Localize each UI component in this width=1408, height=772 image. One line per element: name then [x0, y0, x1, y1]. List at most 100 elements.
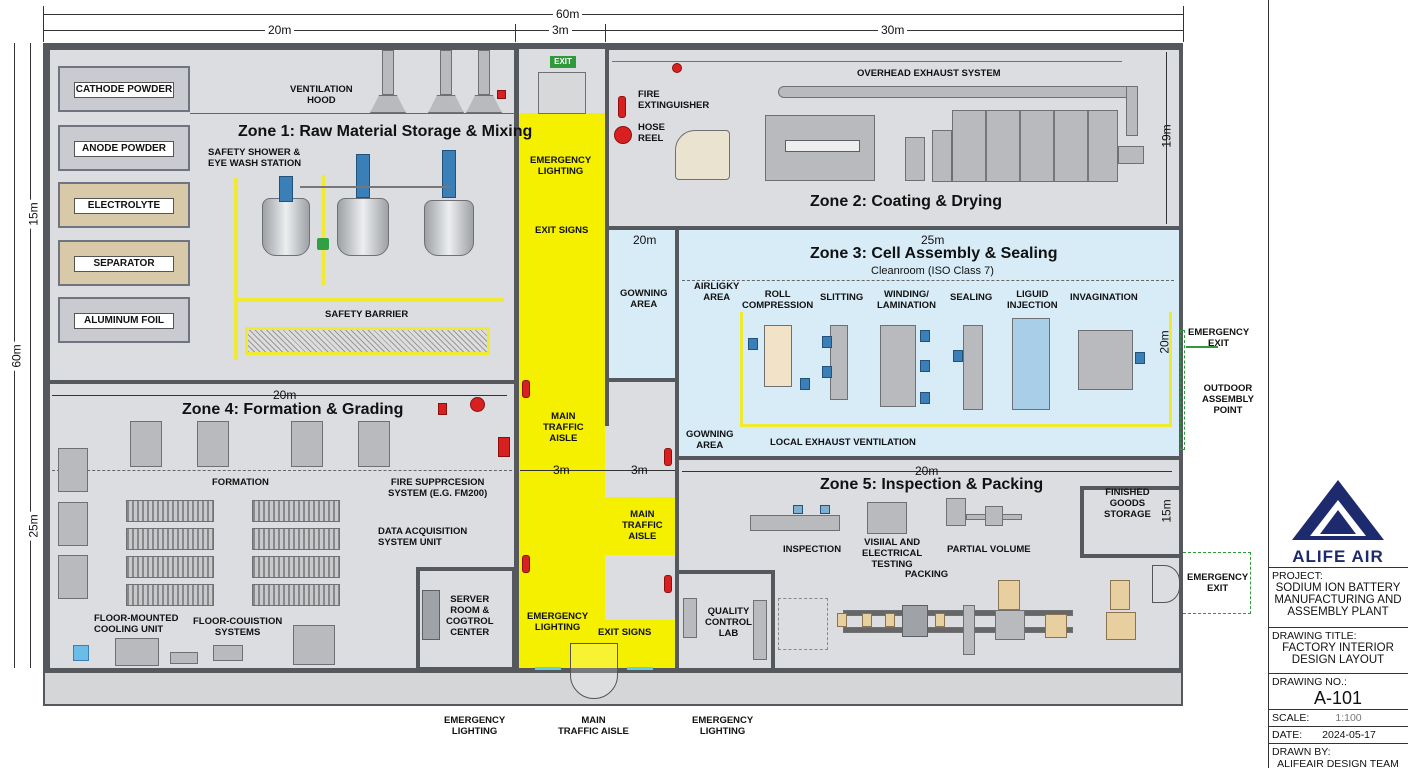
inspection-chair [820, 505, 830, 514]
drying-oven-outlet [1118, 146, 1144, 164]
label-bottom-emergency-right: EMERGENCY LIGHTING [692, 715, 754, 737]
dim-line-zone-heights [30, 43, 31, 668]
label-finished-goods: FINISHED GOODS STORAGE [1104, 487, 1151, 520]
mixing-tank-3 [424, 200, 474, 256]
shelf-label: ALUMINUM FOIL [74, 313, 174, 329]
grading-rack-row-4b [252, 584, 340, 606]
cleanroom-boundary-line [682, 280, 1174, 281]
operator-panel [822, 366, 832, 378]
fire-suppression-nozzle [438, 403, 447, 415]
label-safety-barrier: SAFETY BARRIER [325, 309, 409, 320]
floor-cooling-unit [73, 645, 89, 661]
shelf-electrolyte: ELECTROLYTE [58, 182, 190, 228]
cooling-unit-2 [58, 502, 88, 546]
shelf-label: SEPARATOR [74, 256, 174, 272]
sealing-machine [963, 325, 983, 410]
dim-aisle-a: 3m [553, 463, 570, 477]
dim-east-width: 30m [878, 24, 908, 36]
unwinder [675, 130, 730, 180]
operator-panel [920, 392, 930, 404]
inspection-desk [750, 515, 840, 531]
floor-equipment-3 [293, 625, 335, 665]
lab-sink [683, 598, 697, 638]
lab-bench [753, 600, 767, 660]
scale-field: SCALE:1:100 [1268, 709, 1408, 726]
dim-zone1-height: 15m [27, 199, 41, 229]
dim-zone4-width: 20m [273, 388, 297, 402]
label-emergency-lighting-bottom: EMERGENCY LIGHTING [527, 611, 589, 633]
floor-equipment-2 [213, 645, 243, 661]
zone3-subtitle: Cleanroom (ISO Class 7) [871, 265, 994, 277]
visual-electrical-tester [867, 502, 907, 534]
label-fire-suppression: FIRE SUPPRCESION SYSTEM (e.g. FM200) [388, 477, 488, 499]
emergency-exit-se-door[interactable] [1152, 565, 1180, 603]
carton [862, 613, 872, 627]
cooling-unit-3 [58, 555, 88, 599]
dim-gowning-width: 20m [633, 233, 657, 247]
project-label: PROJECT: [1272, 570, 1323, 582]
drawn-by-value: ALIFEAIR DESIGN TEAM [1277, 758, 1399, 770]
label-exit-signs-top: EXIT SIGNS [535, 225, 589, 236]
formation-cabinet-3 [291, 421, 323, 467]
pallet-stack [1106, 612, 1136, 640]
coating-control-unit [905, 137, 925, 181]
dim-zone4-height: 25m [27, 511, 41, 541]
drying-oven [952, 110, 1118, 182]
packing-conveyor-lower [843, 627, 1073, 633]
safety-barrier-line-left [234, 178, 238, 360]
fire-extinguisher-aisle-1 [522, 380, 530, 398]
safety-barrier-line-bottom [234, 298, 504, 302]
staging-area [778, 598, 828, 650]
dim-tick [43, 6, 44, 42]
fire-alarm-panel [497, 90, 506, 99]
dim-line-zone1 [43, 30, 1183, 31]
invagination-machine [1078, 330, 1133, 390]
main-entrance-double-door[interactable] [570, 643, 618, 699]
emergency-light-window [535, 667, 561, 670]
label-ventilation-hood: VENTILATION HOOD [290, 84, 353, 106]
mixer-motor-3 [442, 150, 456, 198]
station-winding-lamination: WINDING/ LAMINATION [877, 289, 936, 311]
shelf-separator: SEPARATOR [58, 240, 190, 286]
logo-text: ALIFE AIR [1292, 547, 1384, 566]
label-outdoor-assembly: OUTDOOR ASSEMBLY POINT [1202, 383, 1254, 416]
shelf-label: ELECTROLYTE [74, 198, 174, 214]
exhaust-duct-elbow [1126, 86, 1138, 136]
company-logo: ALIFE AIR [1290, 478, 1386, 566]
dim-zone1-width: 20m [265, 24, 295, 36]
corridor-wall-west [515, 46, 519, 668]
carton [837, 613, 847, 627]
label-local-exhaust: LOCAL EXHAUST VENTILATION [770, 437, 916, 448]
scale-value: 1:100 [1335, 712, 1362, 724]
grading-rack-row-4a [126, 584, 214, 606]
emergency-exit-east-marker [1180, 330, 1185, 450]
label-hose-reel: HOSE REEL [638, 122, 665, 144]
operator-panel [748, 338, 758, 350]
dim-line-zone2 [1166, 52, 1167, 224]
label-gowning-area-2: GOWNING AREA [686, 429, 734, 451]
secondary-traffic-aisle [605, 497, 678, 555]
slitting-machine [830, 325, 848, 400]
cleanroom-station-zone [740, 312, 1172, 427]
dim-zone3-width: 25m [921, 233, 945, 247]
zone4-title: Zone 4: Formation & Grading [182, 401, 404, 418]
grading-rack-row-3b [252, 556, 340, 578]
drawn-by-label: DRAWN BY: [1272, 746, 1331, 758]
pallet-stack [1045, 614, 1067, 638]
fire-extinguisher-aisle-4 [664, 575, 672, 593]
finished-goods-storage [1080, 486, 1183, 558]
label-emergency-lighting-top: EMERGENCY LIGHTING [530, 155, 592, 177]
shelf-cathode-powder: CATHODE POWDER [58, 66, 190, 112]
drawn-by-field: DRAWN BY:ALIFEAIR DESIGN TEAM [1268, 743, 1408, 772]
emergency-light-window [627, 667, 653, 670]
fire-alarm-bell [672, 63, 682, 73]
packing-robot [902, 605, 928, 637]
date-label: DATE: [1272, 729, 1303, 741]
inspection-chair [793, 505, 803, 514]
exit-arrow-icon [1186, 346, 1218, 348]
grading-rack-row-1a [126, 500, 214, 522]
zone4-divider-line [52, 470, 512, 471]
carton [885, 613, 895, 627]
operator-panel [953, 350, 963, 362]
dim-aisle-width: 3m [549, 24, 572, 36]
